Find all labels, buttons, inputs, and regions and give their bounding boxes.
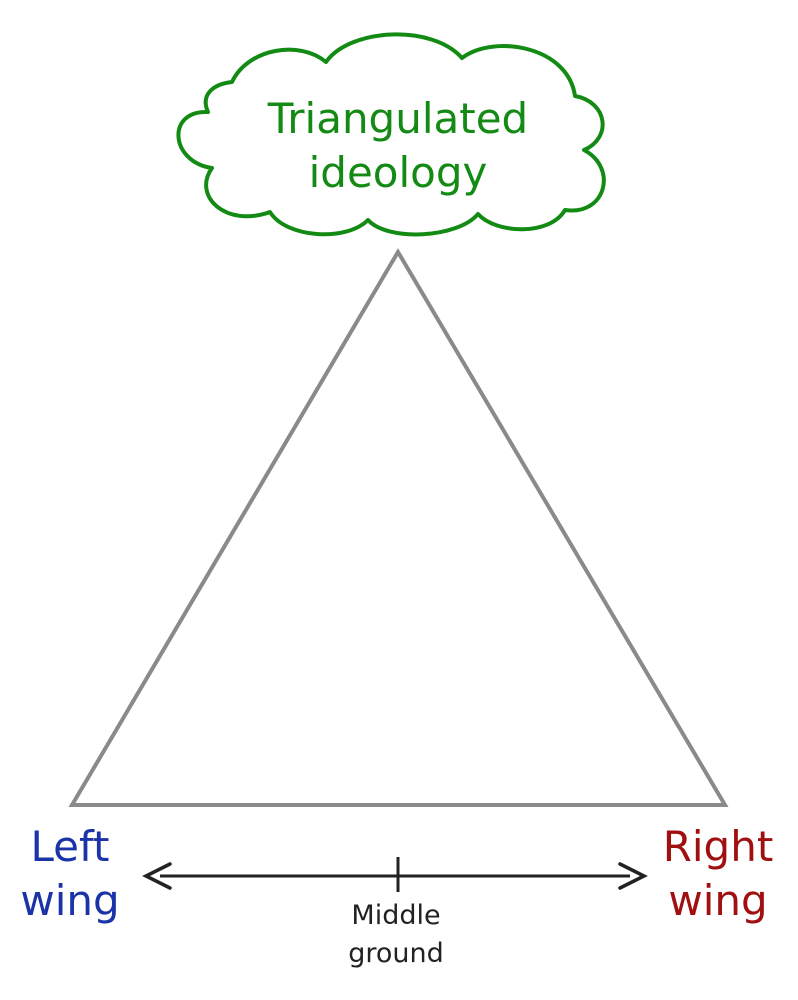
arrow-head-right-icon (618, 862, 648, 890)
apex-label: Triangulated ideology (198, 92, 598, 200)
arrow-head-left-icon (142, 862, 172, 890)
middle-ground-label: Middle ground (296, 897, 496, 973)
left-wing-label-line2: wing (20, 876, 120, 925)
apex-label-line2: ideology (308, 148, 488, 197)
triangle (68, 248, 729, 807)
left-wing-label-line1: Left (30, 822, 110, 871)
cloud-shape (176, 32, 606, 237)
apex-label-line1: Triangulated (267, 94, 529, 143)
middle-ground-label-line2: ground (348, 938, 444, 969)
right-wing-label: Right wing (648, 820, 788, 928)
right-wing-label-line2: wing (668, 876, 768, 925)
right-wing-label-line1: Right (662, 822, 774, 871)
middle-ground-label-line1: Middle (351, 900, 441, 931)
left-wing-label: Left wing (0, 820, 140, 928)
